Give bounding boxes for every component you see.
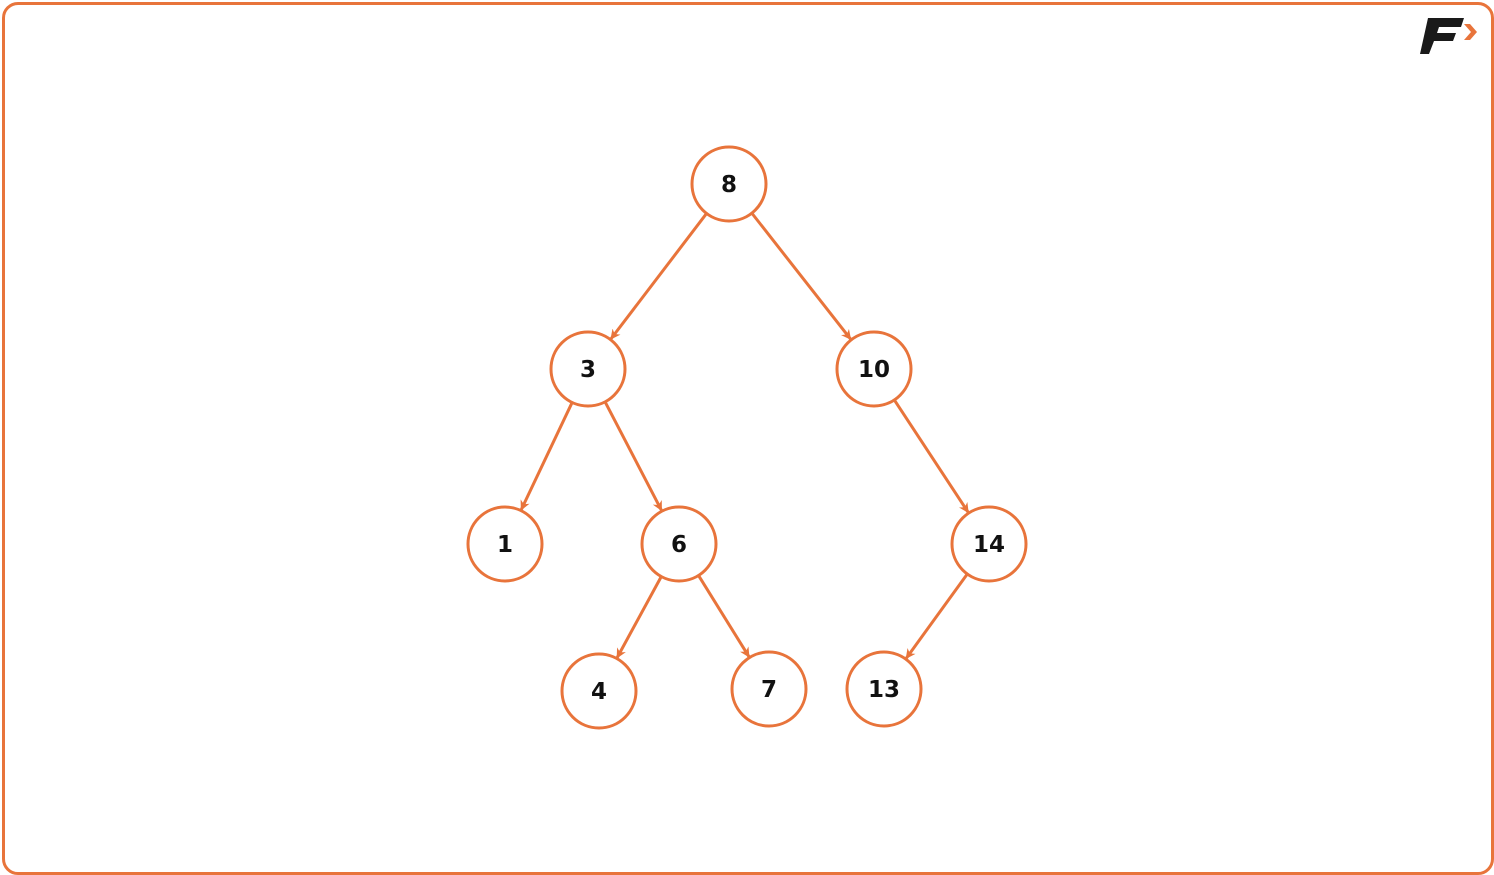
tree-node-7: 7 bbox=[730, 650, 808, 728]
edge-n3-n1 bbox=[519, 401, 574, 511]
tree-node-4: 4 bbox=[560, 652, 638, 730]
tree-node-3: 3 bbox=[549, 330, 627, 408]
node-label: 3 bbox=[580, 357, 596, 383]
node-circle bbox=[640, 505, 718, 583]
node-circle bbox=[730, 650, 808, 728]
node-circle bbox=[845, 650, 923, 728]
tree-node-6: 6 bbox=[640, 505, 718, 583]
edge-n8-n10 bbox=[750, 212, 852, 341]
brand-logo-icon bbox=[1420, 18, 1477, 54]
node-circle bbox=[560, 652, 638, 730]
node-circle bbox=[466, 505, 544, 583]
node-label: 6 bbox=[671, 532, 687, 558]
node-label: 10 bbox=[858, 357, 890, 383]
nodes-layer: 8 3 10 1 6 14 4 7 13 bbox=[466, 145, 1028, 730]
node-label: 7 bbox=[761, 677, 777, 703]
edge-n6-n4 bbox=[615, 575, 663, 659]
tree-node-10: 10 bbox=[835, 330, 913, 408]
edge-n14-n13 bbox=[905, 573, 969, 660]
tree-node-13: 13 bbox=[845, 650, 923, 728]
node-circle bbox=[549, 330, 627, 408]
edge-n6-n7 bbox=[697, 574, 751, 658]
edge-n3-n6 bbox=[603, 401, 663, 512]
node-circle bbox=[835, 330, 913, 408]
tree-node-1: 1 bbox=[466, 505, 544, 583]
node-circle bbox=[950, 505, 1028, 583]
node-label: 13 bbox=[868, 677, 900, 703]
edge-n10-n14 bbox=[893, 399, 970, 514]
tree-node-14: 14 bbox=[950, 505, 1028, 583]
node-label: 14 bbox=[973, 532, 1005, 558]
node-label: 1 bbox=[497, 532, 513, 558]
edges-layer bbox=[519, 212, 970, 660]
edge-n8-n3 bbox=[609, 212, 708, 340]
node-label: 8 bbox=[721, 172, 737, 198]
tree-node-8: 8 bbox=[690, 145, 768, 223]
node-label: 4 bbox=[591, 679, 607, 705]
node-circle bbox=[690, 145, 768, 223]
